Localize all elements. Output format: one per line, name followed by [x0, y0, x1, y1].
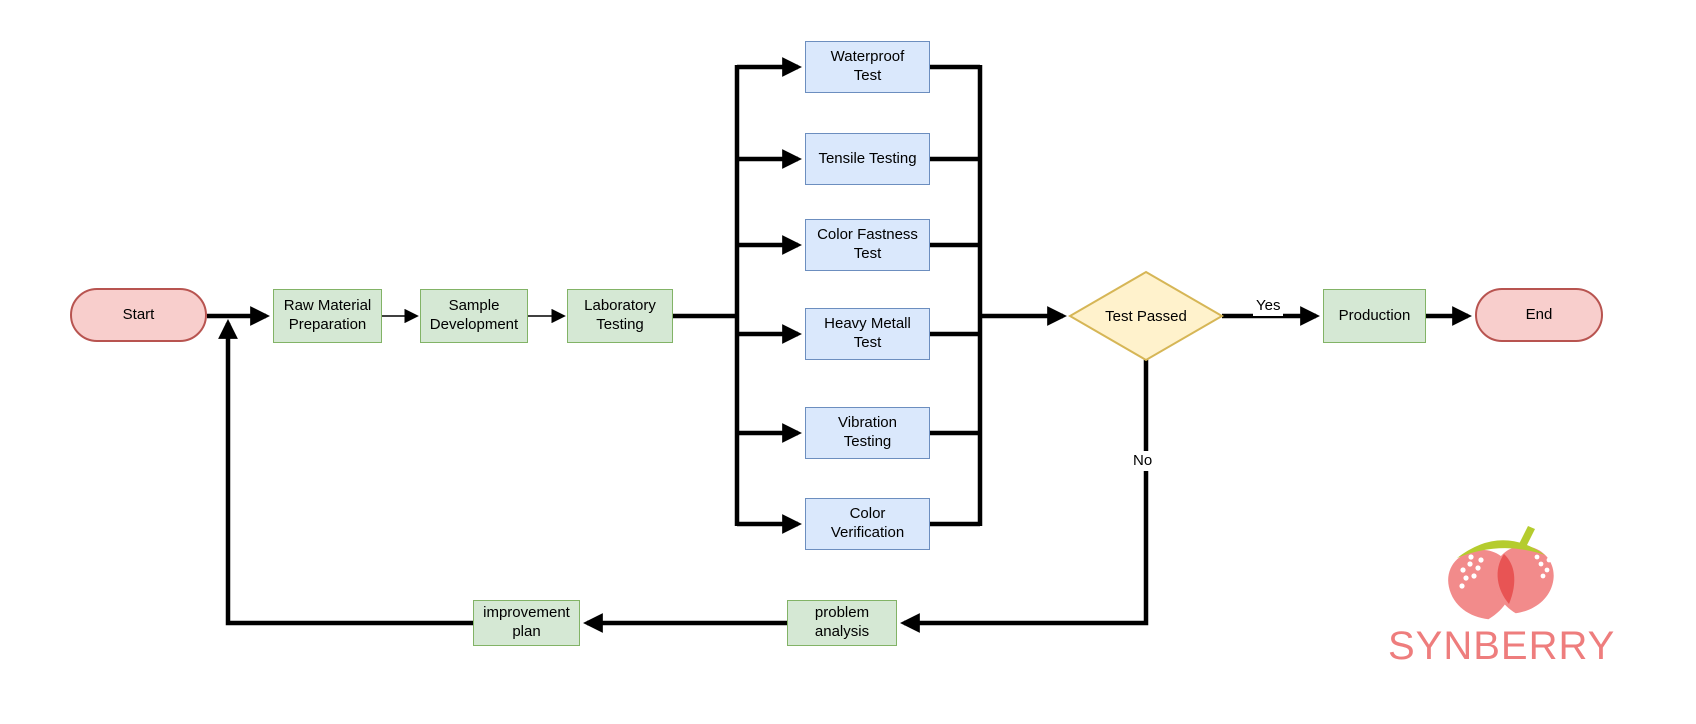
node-label: Production [1338, 306, 1411, 324]
node-label: improvement plan [483, 604, 570, 640]
node-production: Production [1323, 289, 1426, 343]
node-label: Start [122, 305, 155, 323]
edge-label-no: No [1130, 451, 1156, 471]
node-raw-material-preparation: Raw Material Preparation [273, 289, 382, 343]
node-sample-development: Sample Development [420, 289, 528, 343]
diamond-shape [1068, 270, 1224, 362]
node-color-fastness-test: Color Fastness Test [805, 219, 930, 271]
node-start: Start [70, 288, 207, 342]
node-vibration-testing: Vibration Testing [805, 407, 930, 459]
node-improvement-plan: improvement plan [473, 600, 580, 646]
node-end: End [1475, 288, 1603, 342]
node-heavy-metall-test: Heavy Metall Test [805, 308, 930, 360]
node-label: End [1525, 305, 1553, 323]
node-color-verification: Color Verification [805, 498, 930, 550]
node-tensile-testing: Tensile Testing [805, 133, 930, 185]
node-label: Tensile Testing [818, 149, 917, 167]
node-test-passed-decision: Test Passed [1068, 270, 1224, 362]
node-label: Raw Material Preparation [283, 297, 372, 333]
node-label: Heavy Metall Test [824, 315, 911, 351]
node-laboratory-testing: Laboratory Testing [567, 289, 673, 343]
node-label: Laboratory Testing [584, 297, 656, 333]
node-label: Test Passed [1105, 307, 1187, 325]
node-label: Vibration Testing [838, 414, 897, 450]
node-label: Sample Development [429, 297, 519, 333]
logo-wordmark: SYNBERRY [1388, 624, 1616, 668]
node-label: problem analysis [814, 604, 870, 640]
node-waterproof-test: Waterproof Test [805, 41, 930, 93]
node-label: Color Fastness Test [817, 226, 918, 262]
edge-label-yes: Yes [1253, 296, 1284, 316]
strawberry-logo-icon [1448, 526, 1554, 620]
node-label: Color Verification [830, 505, 905, 541]
node-problem-analysis: problem analysis [787, 600, 897, 646]
node-label: Waterproof Test [830, 48, 905, 84]
thick-connectors [207, 57, 1472, 633]
